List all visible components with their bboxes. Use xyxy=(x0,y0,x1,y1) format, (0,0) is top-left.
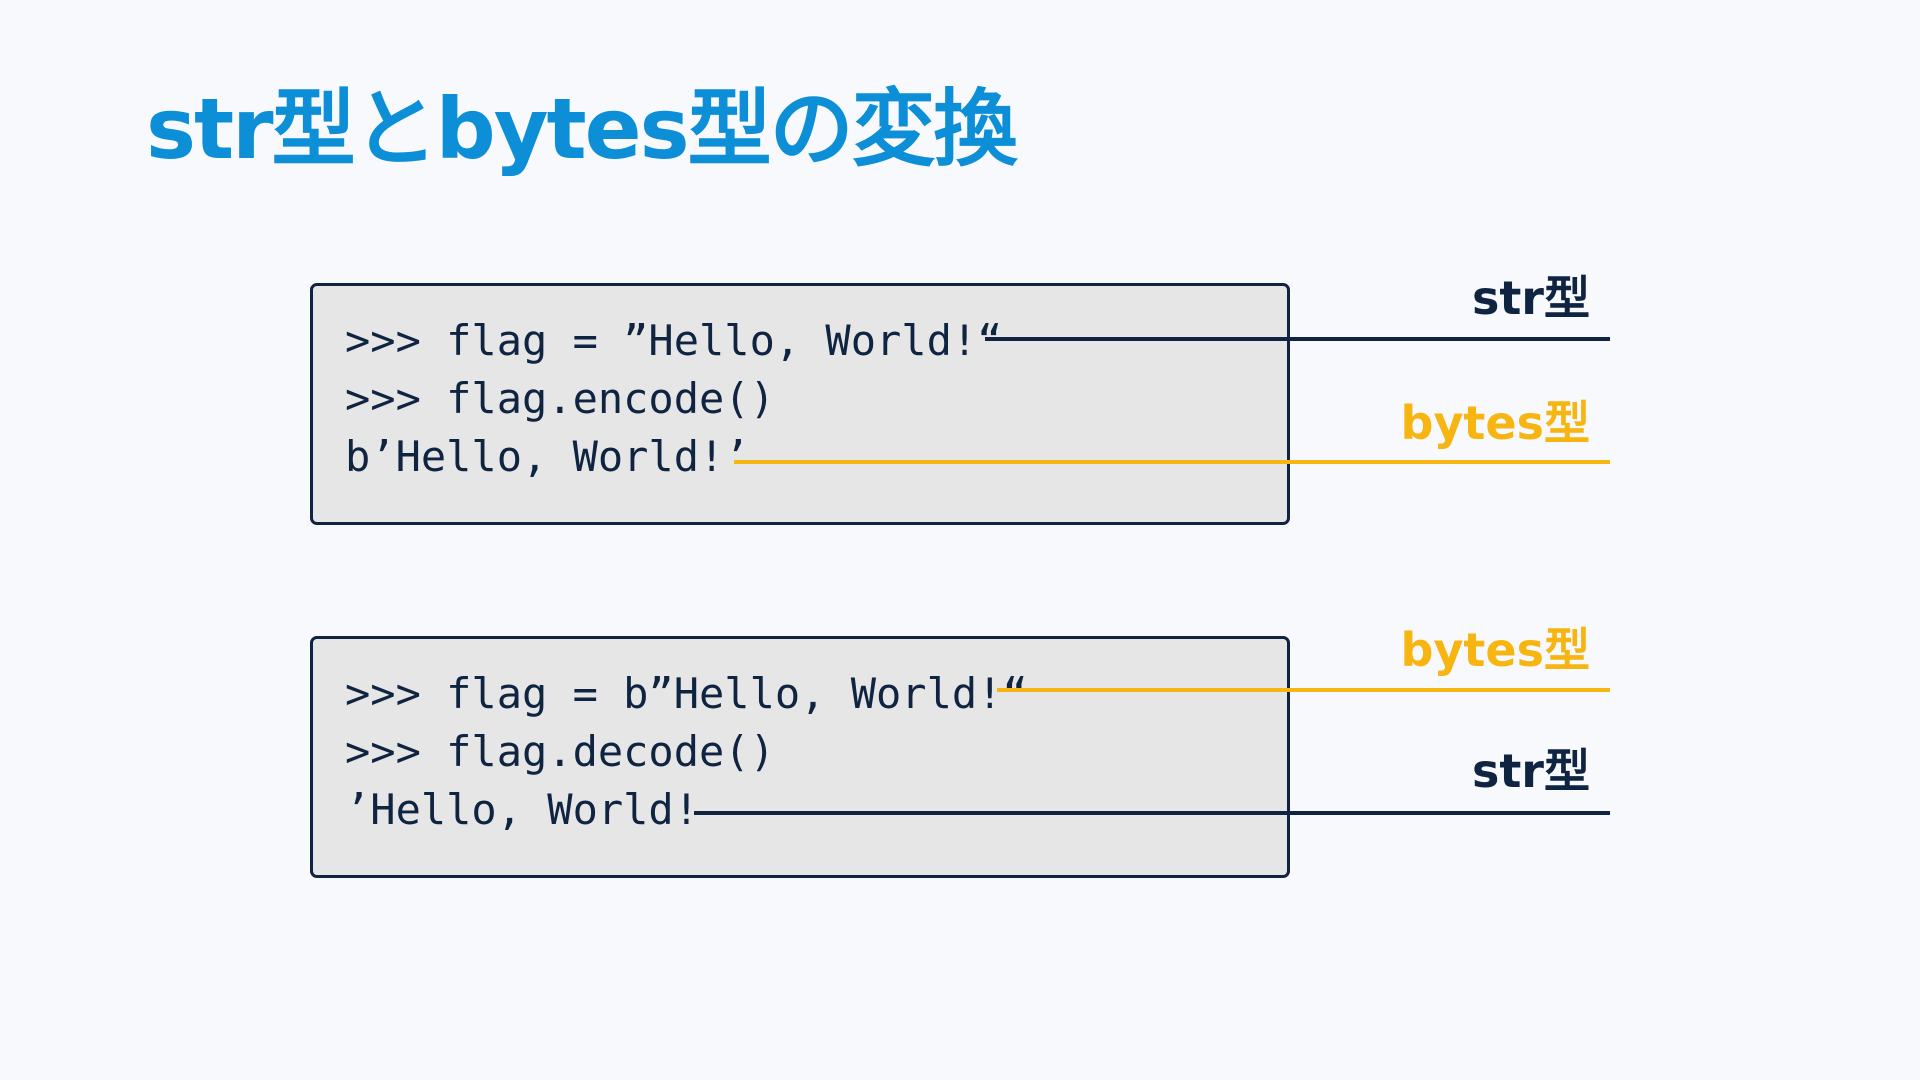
decode-code-line-2: >>> flag.decode() xyxy=(345,727,775,776)
encode-code-line-2: >>> flag.encode() xyxy=(345,374,775,423)
encode-code-line-3: b’Hello, World!’ xyxy=(345,432,750,481)
encode-output-type-label: bytes型 xyxy=(1400,396,1590,450)
decode-input-connector xyxy=(997,688,1610,692)
encode-code-line-1: >>> flag = ”Hello, World!“ xyxy=(345,316,1003,365)
encode-code-box: >>> flag = ”Hello, World!“ >>> flag.enco… xyxy=(310,283,1290,525)
decode-code-box: >>> flag = b”Hello, World!“ >>> flag.dec… xyxy=(310,636,1290,878)
decode-output-connector xyxy=(694,811,1610,815)
decode-code-line-1: >>> flag = b”Hello, World!“ xyxy=(345,669,1028,718)
decode-input-type-label: bytes型 xyxy=(1400,623,1590,677)
decode-output-type-label: str型 xyxy=(1471,744,1590,798)
encode-output-connector xyxy=(734,460,1610,464)
decode-code-line-3: ’Hello, World! xyxy=(345,785,700,834)
encode-input-connector xyxy=(985,337,1610,341)
encode-input-type-label: str型 xyxy=(1471,271,1590,325)
slide-title: str型とbytes型の変換 xyxy=(146,80,1018,178)
